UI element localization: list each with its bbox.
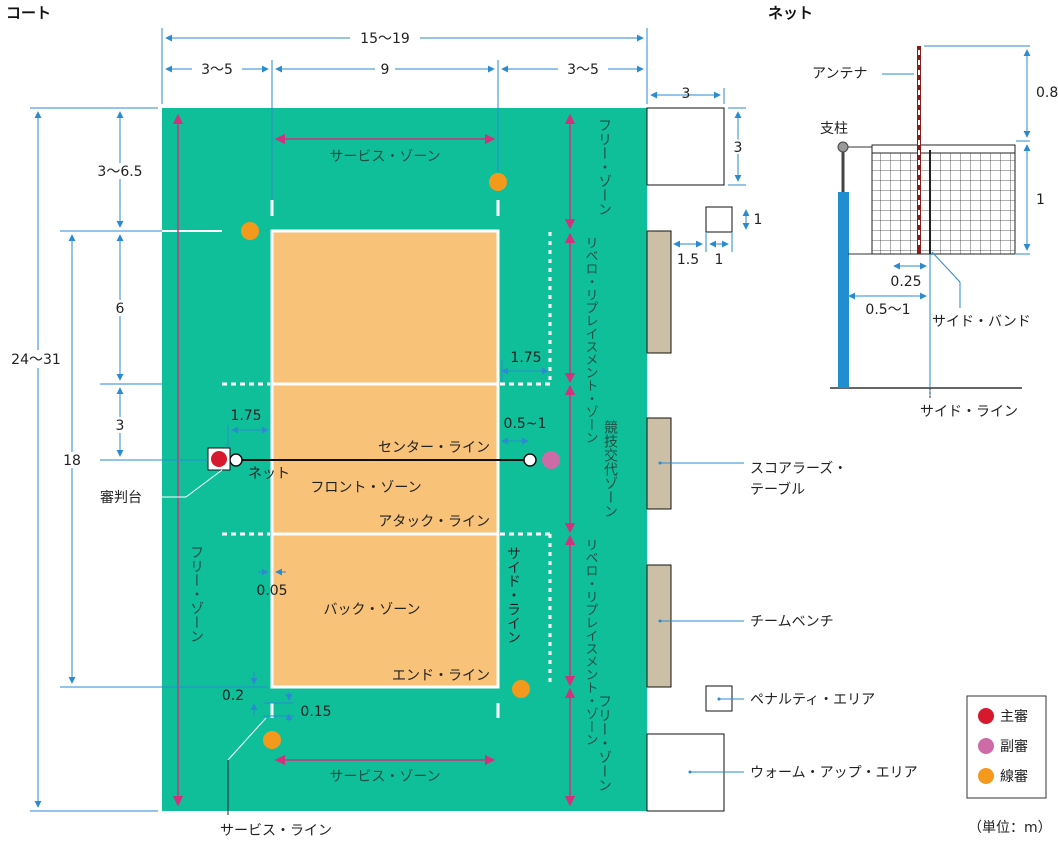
- free-zone-left-label: フリー・ゾーン: [188, 545, 204, 643]
- attack-length: 3: [116, 418, 125, 434]
- net-band: [871, 144, 1016, 154]
- legend-label: 線審: [1000, 769, 1028, 785]
- antenna-label: アンテナ: [812, 66, 867, 82]
- second-referee: [542, 451, 560, 469]
- service-mark-dim: 0.15: [300, 704, 331, 720]
- libero-zone-top-label: リベロ・リプレイスメント・ゾーン: [583, 236, 599, 444]
- leader: [931, 251, 961, 283]
- label-bg: [350, 30, 420, 46]
- label-bg: [62, 452, 82, 468]
- center-line-label: センター・ライン: [378, 440, 490, 456]
- penalty-offset: 1.5: [677, 252, 699, 268]
- line-judge: [512, 680, 530, 698]
- total-length: 24〜31: [11, 352, 61, 368]
- unit-label: （単位：m）: [968, 820, 1052, 836]
- back-zone-label: バック・ゾーン: [323, 602, 420, 618]
- leader: [185, 469, 223, 498]
- post-body: [838, 192, 849, 388]
- free-right-width: 3〜5: [567, 62, 599, 78]
- court-width: 9: [381, 62, 390, 78]
- side-line-label: サイド・ライン: [505, 546, 521, 644]
- warmup-top-h: 3: [734, 140, 743, 156]
- penalty-area-label: ペナルティ・エリア: [750, 692, 875, 708]
- label-bg: [375, 61, 395, 77]
- leader: [227, 717, 267, 761]
- line-width: 0.05: [256, 583, 287, 599]
- warmup-top-w: 3: [682, 86, 691, 102]
- line-judge: [263, 731, 281, 749]
- end-line-label: エンド・ライン: [392, 668, 490, 684]
- penalty-area-top: [705, 206, 733, 233]
- post-gap: 0.5~1: [504, 416, 547, 432]
- service-gap: 0.2: [222, 688, 244, 704]
- net-title: ネット: [768, 4, 813, 22]
- leader-dot: [688, 770, 692, 774]
- legend-swatch-second-referee: [978, 738, 994, 754]
- team-bench-bottom: [646, 564, 672, 688]
- label-bg: [112, 417, 128, 433]
- net-post: [523, 453, 537, 467]
- label-bg: [192, 61, 242, 77]
- substitution-zone-label: 競技交代ゾーン: [602, 420, 618, 518]
- line-judge: [489, 173, 507, 191]
- warmup-area-label: ウォーム・アップ・エリア: [750, 765, 918, 781]
- service-zone-top-label: サービス・ゾーン: [329, 149, 440, 165]
- libero-zone-bottom-label: リベロ・リプレイスメント・ゾーン: [583, 538, 599, 746]
- end-free-length: 3〜6.5: [97, 164, 142, 180]
- court-length: 18: [63, 453, 81, 469]
- ref-stand-label: 審判台: [100, 490, 142, 506]
- leader-dot: [658, 619, 662, 623]
- court-title: コート: [6, 4, 51, 22]
- net-height: 1: [1036, 192, 1045, 208]
- penalty-size: 1: [754, 212, 763, 228]
- half-front-length: 6: [116, 301, 125, 317]
- legend-label: 副審: [1000, 739, 1028, 755]
- ref-offset: 1.75: [230, 408, 261, 424]
- legend-swatch-referee: [978, 708, 994, 724]
- scorers-table-label-2: テーブル: [750, 481, 805, 498]
- label-bg: [112, 300, 128, 316]
- line-judge: [241, 222, 259, 240]
- penalty-w: 1: [715, 252, 724, 268]
- service-line-label: サービス・ライン: [220, 823, 332, 839]
- free-left-width: 3〜5: [201, 62, 233, 78]
- team-bench-top: [646, 230, 672, 354]
- sub-line-offset: 1.75: [510, 350, 541, 366]
- overall-width: 15〜19: [360, 31, 410, 47]
- post-distance: 0.5〜1: [865, 302, 910, 318]
- attack-line-label: アタック・ライン: [378, 514, 490, 530]
- leader-dot: [717, 697, 721, 701]
- net-mesh: [871, 148, 1016, 255]
- legend-label: 主審: [1000, 709, 1028, 725]
- front-zone-label: フロント・ゾーン: [310, 480, 421, 496]
- leader-dot: [658, 461, 662, 465]
- side-band-label: サイド・バンド: [932, 314, 1031, 330]
- net-label: ネット: [248, 466, 290, 482]
- free-zone-right-bottom-label: フリー・ゾーン: [596, 694, 612, 792]
- legend-swatch-line-judge: [978, 768, 994, 784]
- first-referee: [211, 451, 227, 467]
- label-bg: [558, 61, 608, 77]
- scorers-table-label: スコアラーズ・: [750, 461, 847, 477]
- post-cap: [837, 141, 849, 153]
- net-side-line-label: サイド・ライン: [920, 404, 1018, 420]
- net-post: [229, 453, 243, 467]
- team-bench-label: チームベンチ: [750, 614, 834, 630]
- warmup-area-top: [646, 107, 725, 186]
- antenna-height: 0.8: [1036, 85, 1058, 101]
- band-width: 0.25: [890, 274, 921, 290]
- post-label: 支柱: [820, 121, 848, 137]
- label-bg: [8, 350, 68, 368]
- service-zone-bottom-label: サービス・ゾーン: [329, 769, 440, 785]
- free-zone-right-top-label: フリー・ゾーン: [596, 118, 612, 216]
- label-bg: [90, 163, 150, 179]
